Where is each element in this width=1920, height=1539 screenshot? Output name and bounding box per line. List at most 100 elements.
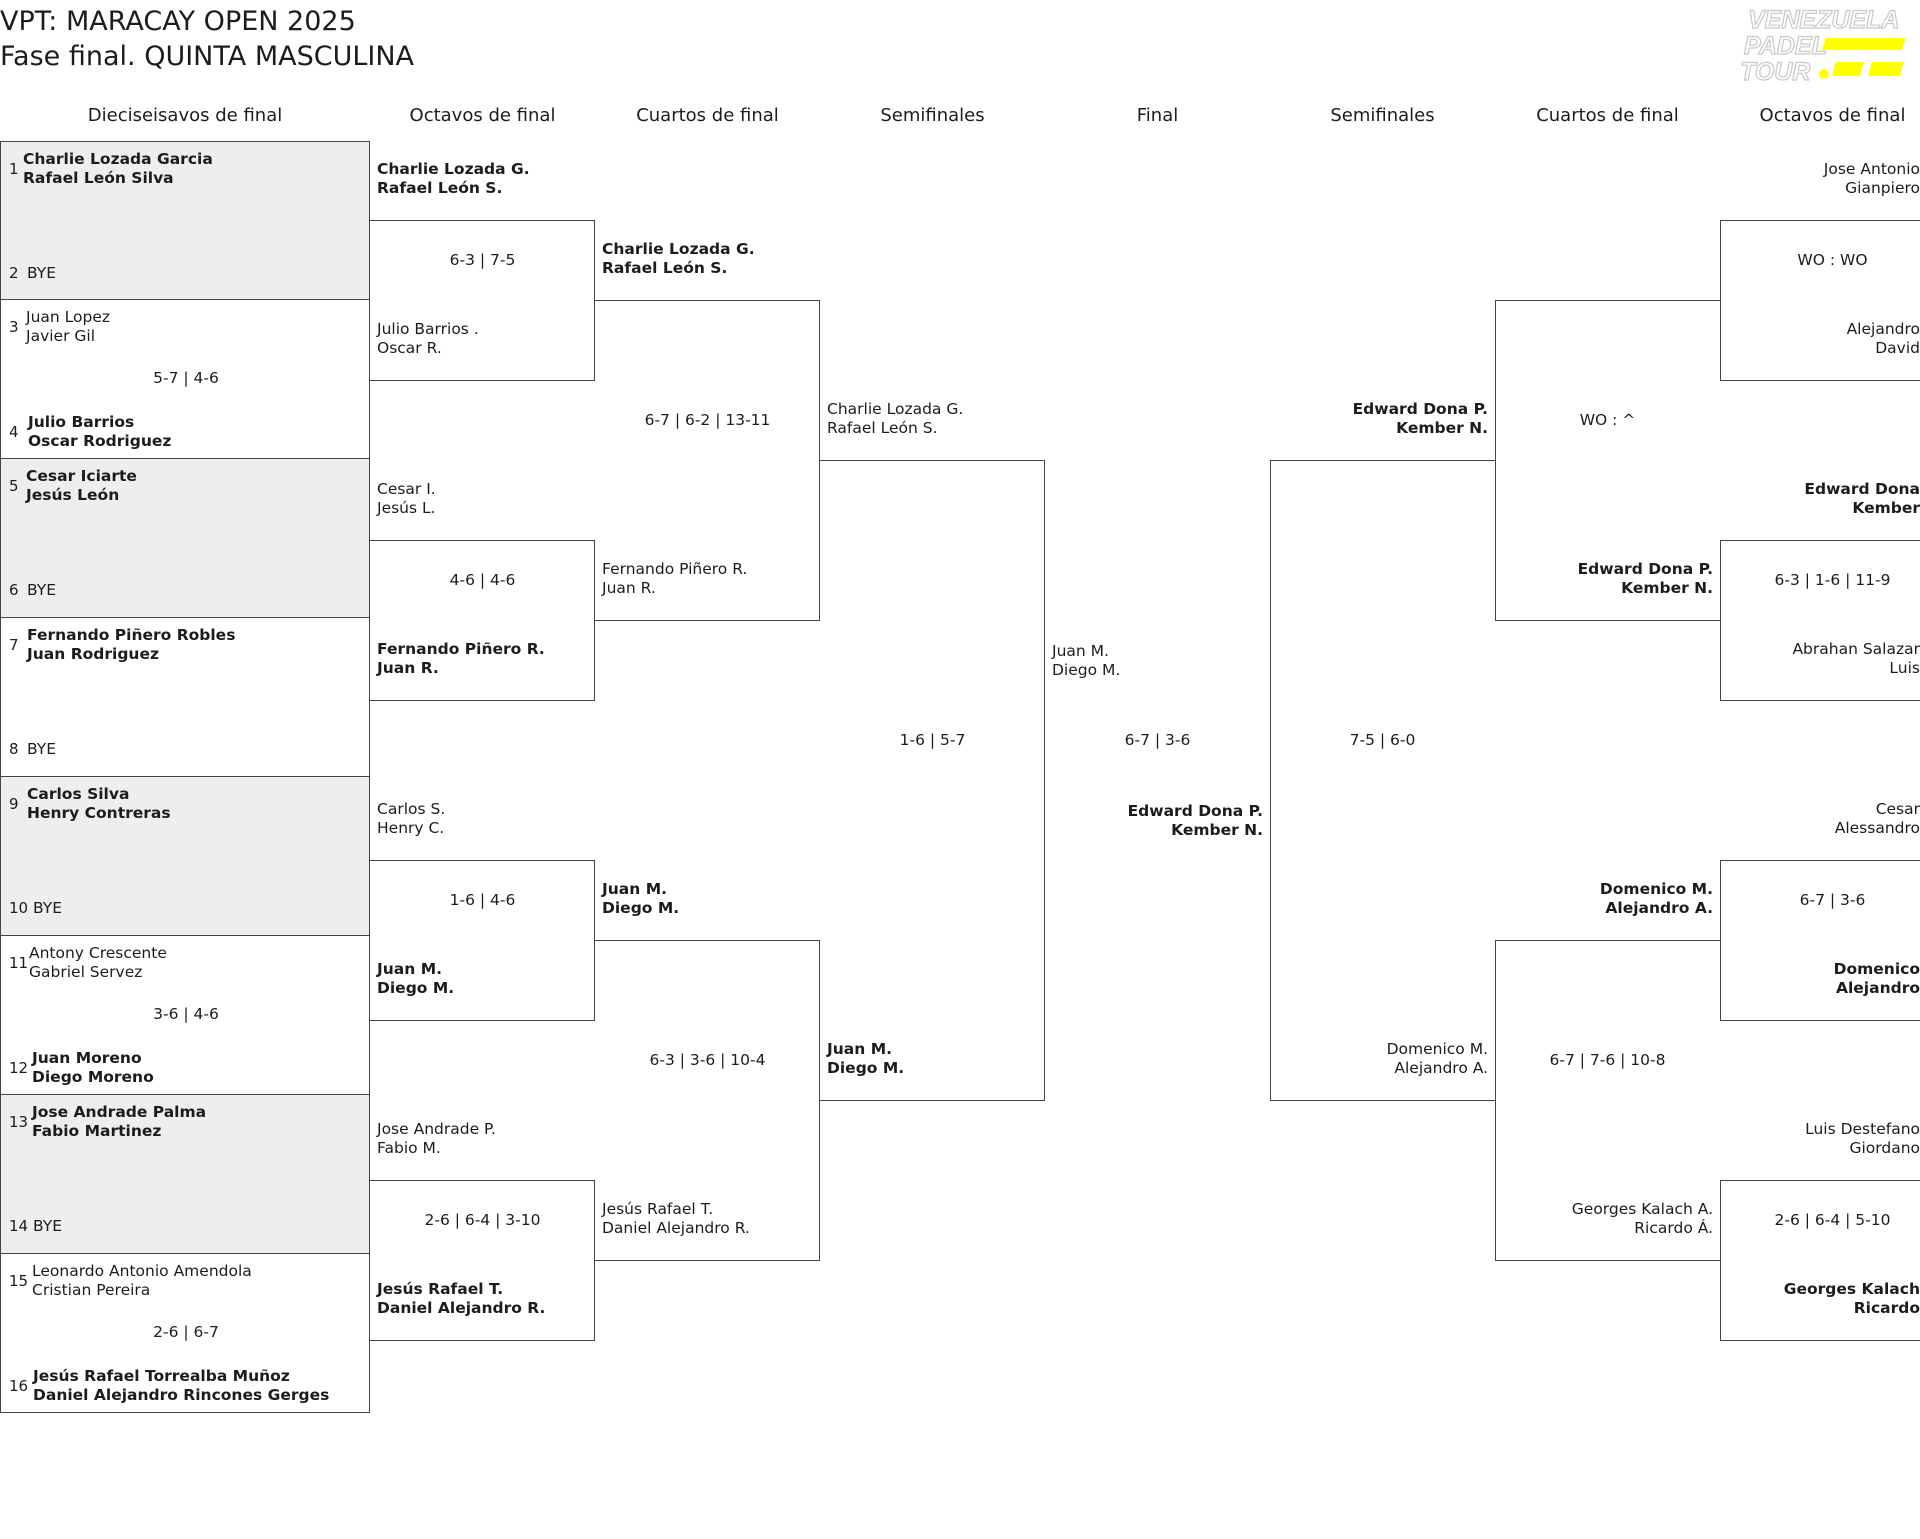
match-score: WO : ^ bbox=[1579, 411, 1636, 429]
seed-number: 5 bbox=[9, 477, 19, 495]
team-name: Cesar I. bbox=[377, 480, 436, 498]
match-score: 6-3 | 7-5 bbox=[449, 251, 516, 269]
r16-right-connector-1 bbox=[1720, 220, 1920, 381]
team-name: Ricardo bbox=[1853, 1299, 1920, 1317]
team-player-name: Juan Rodriguez bbox=[27, 645, 159, 663]
team-name: Kember N. bbox=[1396, 419, 1488, 437]
team-name: Jesús Rafael T. bbox=[377, 1280, 504, 1298]
team-name: Daniel Alejandro R. bbox=[377, 1299, 546, 1317]
seed-number: 14 bbox=[9, 1217, 29, 1235]
team-player-name: Cesar Iciarte bbox=[26, 467, 137, 485]
team-player-name: Javier Gil bbox=[26, 327, 96, 345]
team-player-name: Henry Contreras bbox=[27, 804, 171, 822]
team-name: Juan M. bbox=[602, 880, 668, 898]
team-player-name: Daniel Alejandro Rincones Gerges bbox=[33, 1386, 330, 1404]
match-score: 1-6 | 5-7 bbox=[899, 731, 966, 749]
team-player-name: Jesús Rafael Torrealba Muñoz bbox=[33, 1367, 290, 1385]
seed-number: 8 bbox=[9, 740, 19, 758]
team-name: Edward Dona bbox=[1804, 480, 1920, 498]
team-name: Georges Kalach bbox=[1783, 1280, 1920, 1298]
team-name: Luis bbox=[1889, 659, 1920, 677]
team-name: Fabio M. bbox=[377, 1139, 441, 1157]
team-player-name: Leonardo Antonio Amendola bbox=[32, 1262, 252, 1280]
bye-label: BYE bbox=[33, 1217, 63, 1235]
team-name: Alessandro bbox=[1834, 819, 1920, 837]
qf-right-connector-1 bbox=[1495, 300, 1721, 621]
team-name: Juan R. bbox=[377, 659, 439, 677]
team-name: Domenico M. bbox=[1599, 880, 1713, 898]
team-name: Luis Destefano bbox=[1805, 1120, 1920, 1138]
logo-line-3: TOUR bbox=[1740, 58, 1810, 84]
seed-number: 6 bbox=[9, 581, 19, 599]
team-name: Alejandro bbox=[1846, 320, 1920, 338]
team-name: Diego M. bbox=[602, 899, 680, 917]
logo-line-1: VENEZUELA bbox=[1748, 6, 1899, 34]
qf-right-connector-2 bbox=[1495, 940, 1721, 1261]
match-score: 2-6 | 6-7 bbox=[153, 1323, 219, 1341]
team-name: Jose Andrade P. bbox=[377, 1120, 496, 1138]
team-player-name: Charlie Lozada Garcia bbox=[23, 150, 213, 168]
team-player-name: Juan Moreno bbox=[32, 1049, 142, 1067]
final-score: 6-7 | 3-6 bbox=[1124, 731, 1191, 749]
match-score: 1-6 | 4-6 bbox=[449, 891, 516, 909]
team-name: Henry C. bbox=[377, 819, 445, 837]
venezuela-padel-tour-logo: VENEZUELA PADEL TOUR bbox=[1739, 4, 1910, 87]
seed-number: 3 bbox=[9, 318, 19, 336]
team-name: Daniel Alejandro R. bbox=[602, 1219, 750, 1237]
team-name: Georges Kalach A. bbox=[1571, 1200, 1713, 1218]
team-player-name: Juan Lopez bbox=[26, 308, 111, 326]
team-name: Edward Dona P. bbox=[1352, 400, 1488, 418]
team-player-name: Fabio Martinez bbox=[32, 1122, 162, 1140]
team-name: Domenico bbox=[1833, 960, 1920, 978]
team-name: Abrahan Salazar bbox=[1792, 640, 1920, 658]
team-name: Jose Antonio bbox=[1823, 160, 1920, 178]
team-name: Kember N. bbox=[1621, 579, 1713, 597]
team-name: Fernando Piñero R. bbox=[602, 560, 748, 578]
team-player-name: Fernando Piñero Robles bbox=[27, 626, 236, 644]
match-score: 6-3 | 1-6 | 11-9 bbox=[1774, 571, 1891, 589]
team-name: Diego M. bbox=[827, 1059, 905, 1077]
team-name: Carlos S. bbox=[377, 800, 446, 818]
match-score: 3-6 | 4-6 bbox=[153, 1005, 219, 1023]
r32-match-8-box: 15 Leonardo Antonio Amendola Cristian Pe… bbox=[0, 1253, 370, 1413]
seed-number: 15 bbox=[9, 1272, 29, 1290]
team-name: Alejandro A. bbox=[1605, 899, 1713, 917]
finalist-name: Juan M. bbox=[1052, 642, 1109, 660]
tournament-title: VPT: MARACAY OPEN 2025 bbox=[0, 6, 356, 37]
col-header-sf-right: Semifinales bbox=[1330, 105, 1435, 126]
match-score: 6-3 | 3-6 | 10-4 bbox=[649, 1051, 766, 1069]
col-header-r16-right: Octavos de final bbox=[1759, 105, 1906, 126]
finalist-name: Kember N. bbox=[1171, 821, 1263, 839]
r16-right-connector-2 bbox=[1720, 540, 1920, 701]
team-name: Julio Barrios . bbox=[377, 320, 479, 338]
team-name: Giordano bbox=[1849, 1139, 1920, 1157]
team-player-name: Jose Andrade Palma bbox=[32, 1103, 207, 1121]
team-name: Rafael León S. bbox=[827, 419, 938, 437]
team-name: Cesar bbox=[1875, 800, 1920, 818]
bye-label: BYE bbox=[27, 581, 57, 599]
team-name: Charlie Lozada G. bbox=[827, 400, 964, 418]
col-header-r32: Dieciseisavos de final bbox=[87, 105, 283, 126]
team-player-name: Antony Crescente bbox=[29, 944, 167, 962]
r32-match-6-box: 11 Antony Crescente Gabriel Servez 3-6 |… bbox=[0, 935, 370, 1095]
team-name: Alejandro A. bbox=[1394, 1059, 1488, 1077]
match-score: 6-7 | 7-6 | 10-8 bbox=[1549, 1051, 1666, 1069]
team-name: Fernando Piñero R. bbox=[377, 640, 545, 658]
seed-number: 11 bbox=[9, 954, 29, 972]
seed-number: 4 bbox=[9, 423, 19, 441]
team-name: Juan M. bbox=[827, 1040, 893, 1058]
team-player-name: Gabriel Servez bbox=[29, 963, 143, 981]
col-header-sf-left: Semifinales bbox=[880, 105, 985, 126]
team-name: David bbox=[1875, 339, 1920, 357]
team-player-name: Julio Barrios bbox=[28, 413, 135, 431]
team-name: Diego M. bbox=[377, 979, 455, 997]
phase-title: Fase final. QUINTA MASCULINA bbox=[0, 41, 415, 72]
sf-right-connector bbox=[1270, 460, 1496, 1101]
r32-match-2-box: 3 Juan Lopez Javier Gil 5-7 | 4-6 4 Juli… bbox=[0, 299, 370, 459]
team-name: Rafael León S. bbox=[602, 259, 728, 277]
seed-number: 16 bbox=[9, 1377, 29, 1395]
team-player-name: Oscar Rodriguez bbox=[28, 432, 172, 450]
team-name: Jesús Rafael T. bbox=[602, 1200, 714, 1218]
team-name: Alejandro bbox=[1835, 979, 1920, 997]
seed-number: 10 bbox=[9, 899, 29, 917]
